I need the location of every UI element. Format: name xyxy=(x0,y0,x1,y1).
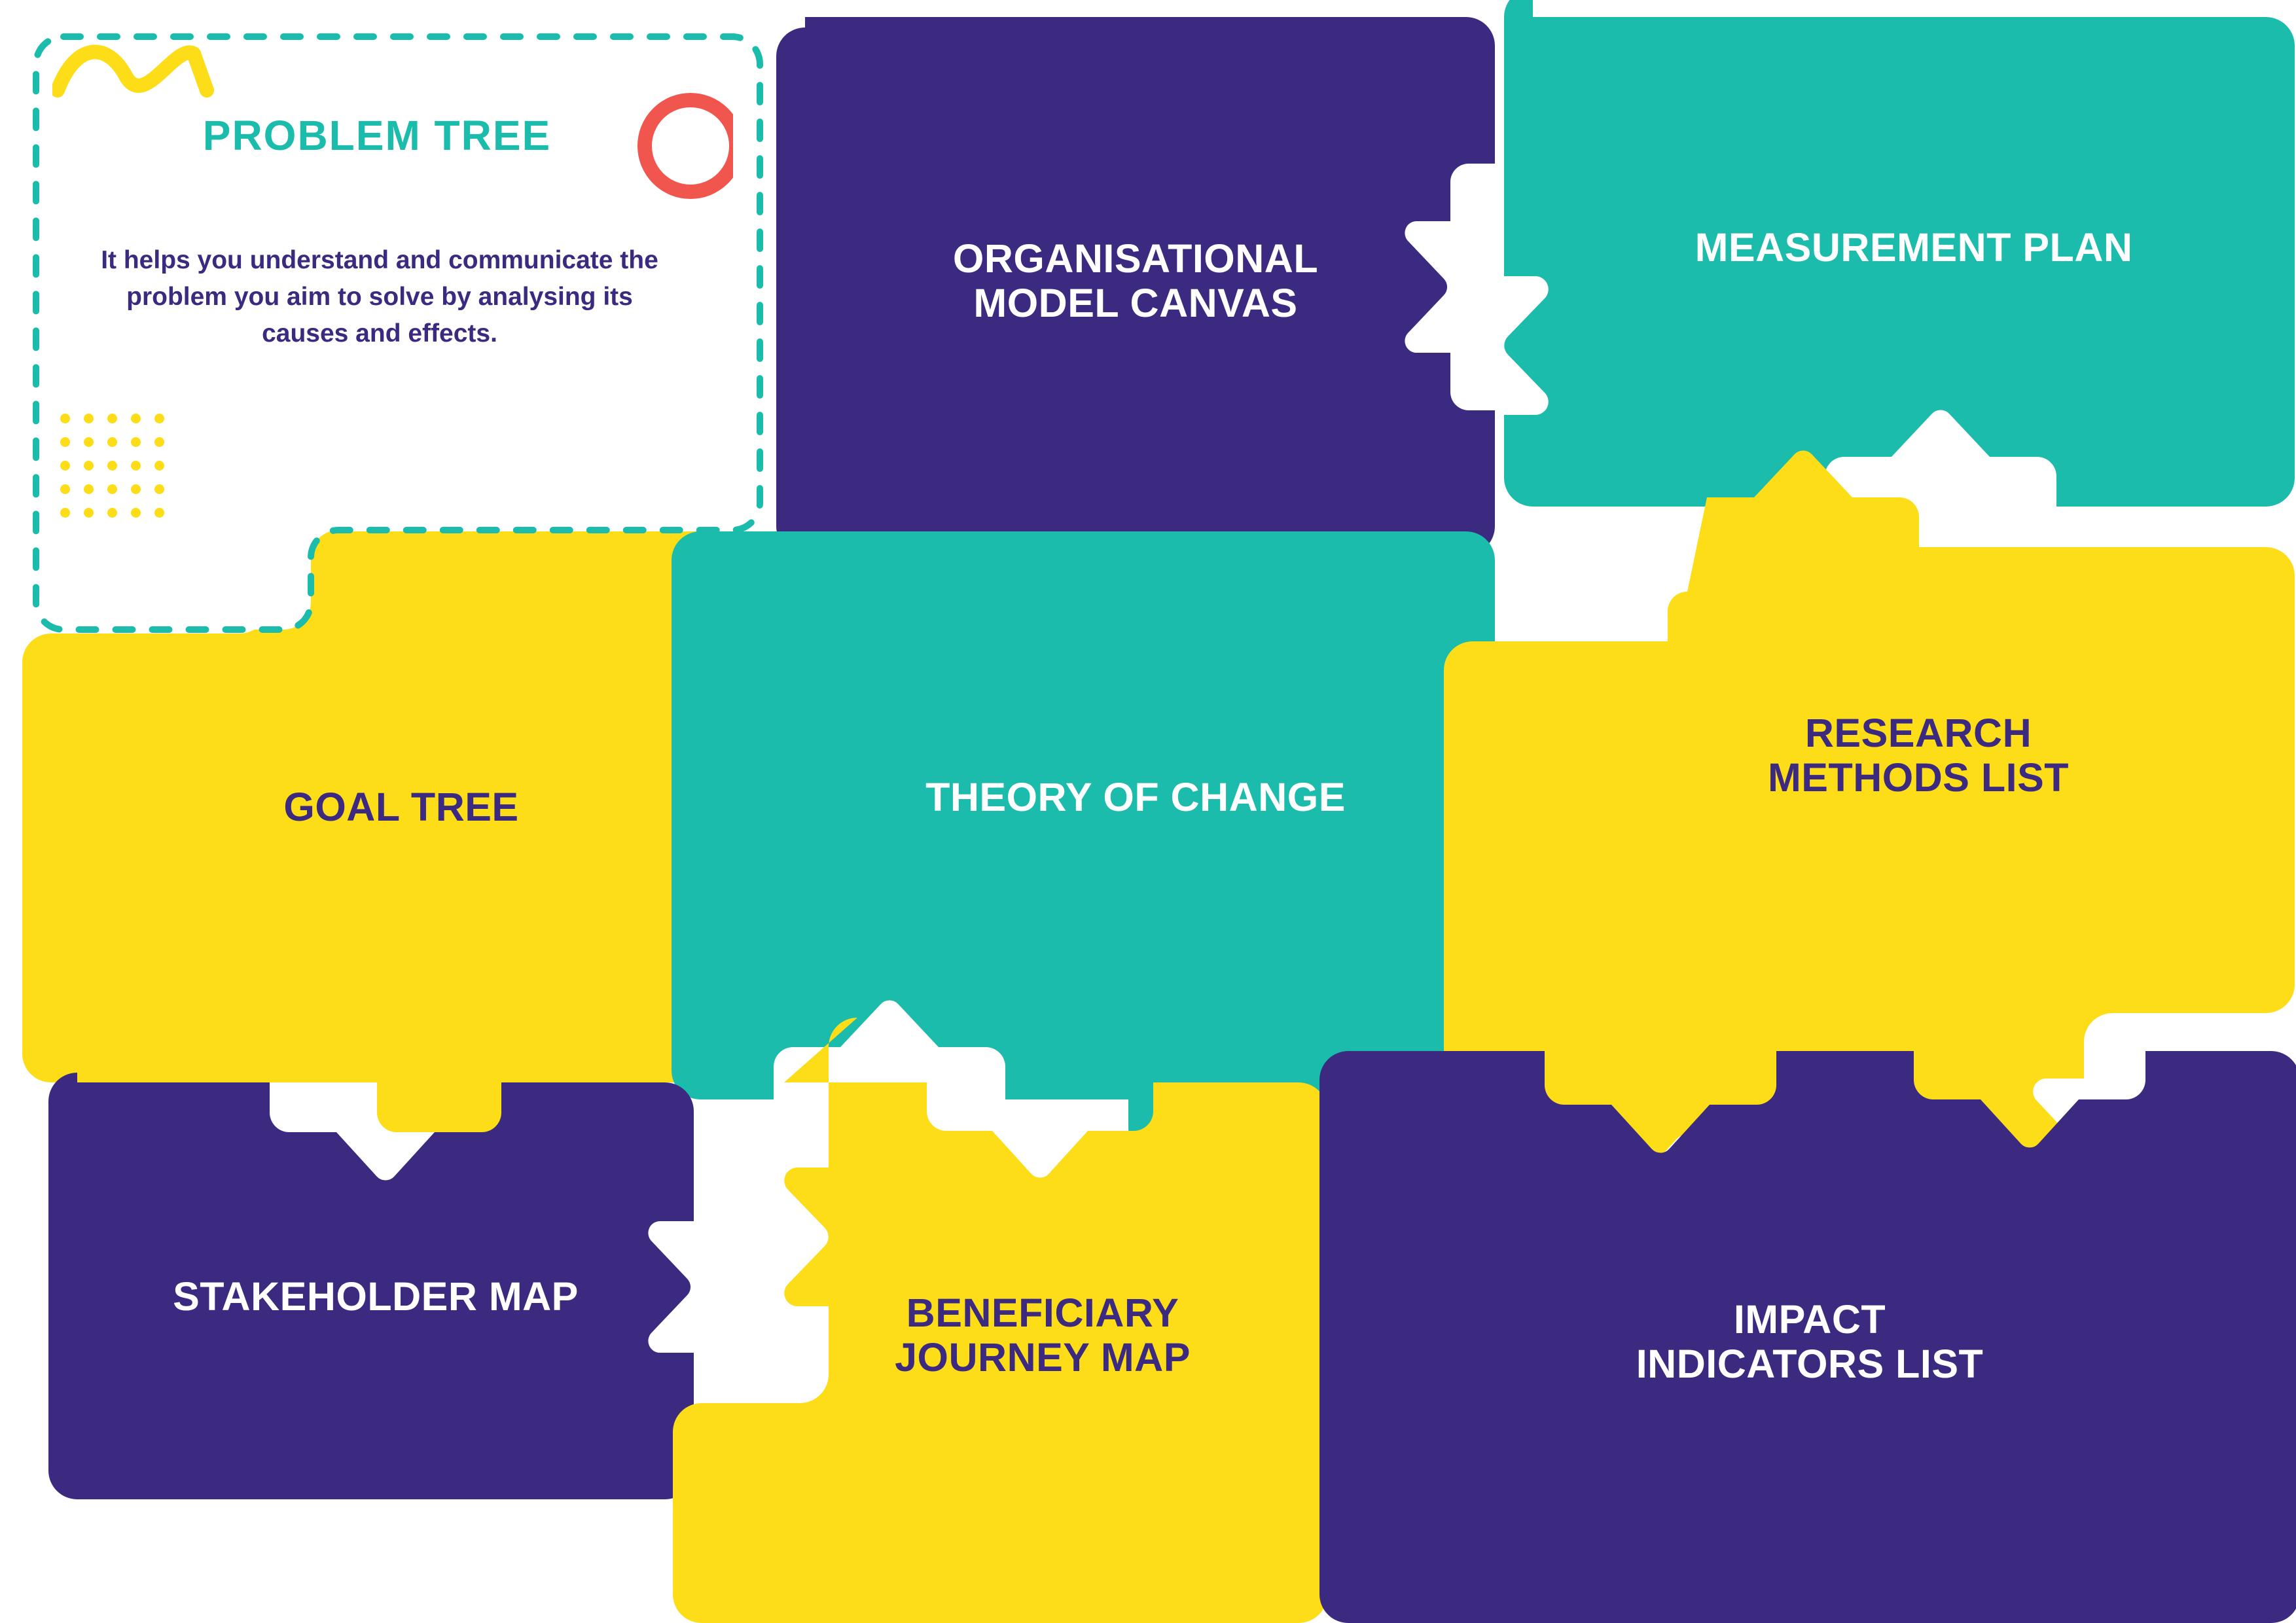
tile-label-research-methods-list: RESEARCH METHODS LIST xyxy=(1767,710,2070,800)
tile-research-methods-list[interactable]: RESEARCH METHODS LIST xyxy=(1542,547,2295,963)
tile-stakeholder-map[interactable]: STAKEHOLDER MAP xyxy=(48,1113,703,1480)
tile-beneficiary-journey-map-shape[interactable] xyxy=(673,1018,1327,1623)
problem-tree-card-body: It helps you understand and communicate … xyxy=(101,246,658,348)
tile-research-methods-list-shape[interactable] xyxy=(1444,450,2295,1238)
tile-goal-tree[interactable]: GOAL TREE xyxy=(46,560,757,1054)
tile-theory-of-change-shape[interactable] xyxy=(672,531,1495,1195)
tile-label-measurement-plan: MEASUREMENT PLAN xyxy=(1695,224,2133,270)
problem-tree-card-border xyxy=(33,33,763,633)
tile-measurement-plan[interactable]: MEASUREMENT PLAN xyxy=(1533,17,2295,478)
tile-label-impact-indicators-list: IMPACT INDICATORS LIST xyxy=(1636,1296,1984,1386)
circle-arc-icon xyxy=(637,93,733,199)
tile-label-beneficiary-journey-map: BENEFICIARY JOURNEY MAP xyxy=(895,1290,1191,1380)
tile-label-stakeholder-map: STAKEHOLDER MAP xyxy=(173,1274,579,1319)
tile-theory-of-change[interactable]: THEORY OF CHANGE xyxy=(776,531,1495,1063)
tile-organisational-model-canvas[interactable]: ORGANISATIONAL MODEL CANVAS xyxy=(776,17,1495,544)
dot-grid-icon xyxy=(60,414,178,531)
tile-stakeholder-map-shape[interactable] xyxy=(48,1073,694,1499)
tile-label-organisational-model-canvas: ORGANISATIONAL MODEL CANVAS xyxy=(952,236,1319,325)
tile-organisational-model-canvas-shape[interactable] xyxy=(776,17,1495,555)
tile-goal-tree-shape[interactable] xyxy=(22,503,757,1181)
tile-measurement-plan-shape[interactable] xyxy=(1504,0,2295,507)
tile-impact-indicators-list[interactable]: IMPACT INDICATORS LIST xyxy=(1348,1113,2271,1571)
tile-impact-indicators-list-shape[interactable] xyxy=(1319,1051,2296,1623)
tile-label-goal-tree: GOAL TREE xyxy=(283,784,519,829)
tile-label-theory-of-change: THEORY OF CHANGE xyxy=(925,774,1346,819)
tile-beneficiary-journey-map[interactable]: BENEFICIARY JOURNEY MAP xyxy=(784,1139,1301,1531)
problem-tree-card-title: PROBLEM TREE xyxy=(202,112,552,159)
wave-squiggle-icon xyxy=(52,45,214,98)
